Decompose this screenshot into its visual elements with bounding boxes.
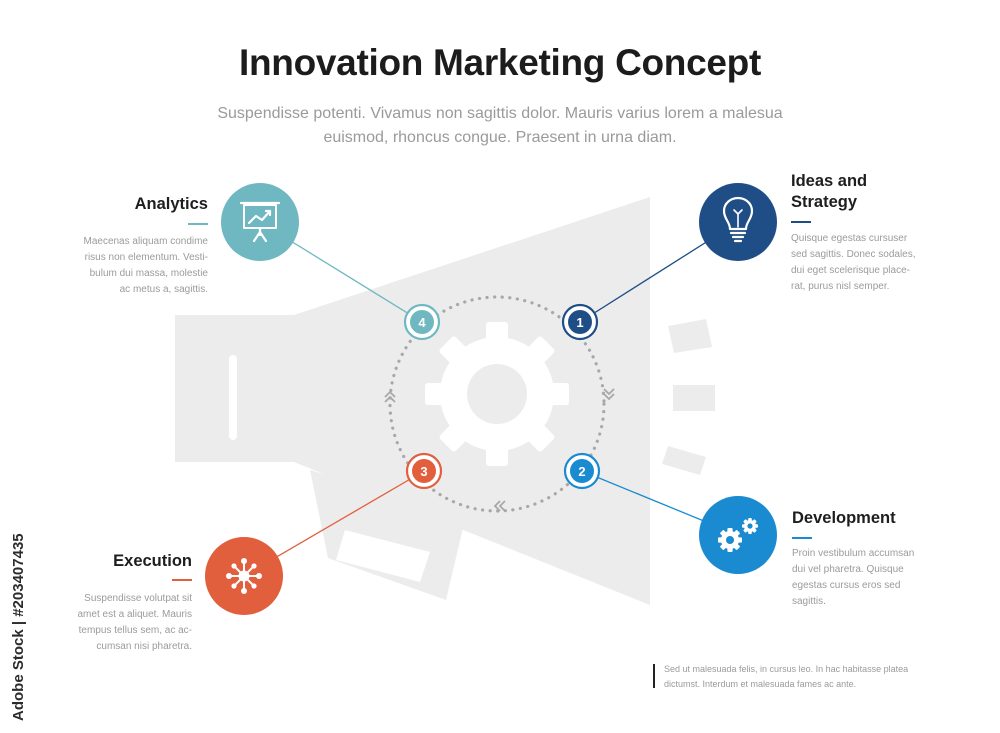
analytics-block: Analytics Maecenas aliquam condime risus… [40,194,208,298]
footnote-bar [653,664,655,688]
step-node-2: 2 [563,452,601,490]
description-line: tempus tellus sem, ac ac- [78,625,192,636]
page-title: Innovation Marketing Concept [239,42,761,83]
presentation-chart-icon [239,201,281,243]
execution-accent-bar [172,579,192,581]
step-node-1: 1 [561,303,599,341]
chevron-down-icon [603,388,615,401]
execution-circle [205,537,283,615]
chevron-left-icon [493,500,506,512]
description-line: dui vel pharetra. Quisque [792,564,904,575]
step-node-4: 4 [403,303,441,341]
description-line: sagittis. [792,596,826,607]
analytics-accent-bar [188,223,208,225]
description-line: sed sagittis. Donec sodales, [791,249,916,260]
step-number: 1 [576,315,583,330]
ideas-accent-bar [791,221,811,223]
footnote-line: dictumst. Interdum et malesuada fames ac… [664,679,857,689]
description-line: egestas cursus eros sed [792,580,901,591]
heading-line: Ideas and [791,172,868,190]
development-heading: Development [792,509,896,527]
footnote: Sed ut malesuada felis, in cursus leo. I… [664,662,954,692]
gears-icon [718,518,758,552]
development-description: Proin vestibulum accumsan dui vel pharet… [792,546,972,610]
analytics-heading: Analytics [134,195,208,213]
ideas-description: Quisque egestas cursuser sed sagittis. D… [791,231,971,295]
cycle-ring [388,295,606,513]
description-line: Maecenas aliquam condime [83,236,208,247]
step-number: 3 [420,464,427,479]
description-line: amet est a aliquet. Mauris [77,609,193,620]
page-subtitle: Suspendisse potenti. Vivamus non sagitti… [190,102,810,150]
description-line: rat, purus nisl semper. [791,281,890,292]
development-accent-bar [792,537,812,539]
development-circle [699,496,777,574]
center-gear-icon [425,322,569,466]
description-line: Proin vestibulum accumsan [792,548,915,559]
analytics-description: Maecenas aliquam condime risus non eleme… [40,234,208,298]
lightbulb-icon [722,196,754,243]
network-hub-icon [226,558,262,594]
development-block: Development Proin vestibulum accumsan du… [792,508,972,610]
execution-description: Suspendisse volutpat sit amet est a aliq… [30,591,193,655]
stock-watermark: Adobe Stock | #203407435 [6,496,32,721]
execution-heading: Execution [113,552,192,570]
watermark-text: Adobe Stock | #203407435 [10,533,27,721]
description-line: dui eget scelerisque place- [791,265,910,276]
heading-line: Strategy [791,193,858,211]
chevron-up-icon [384,390,396,403]
ideas-block: Ideas and Strategy Quisque egestas cursu… [791,171,971,295]
footnote-line: Sed ut malesuada felis, in cursus leo. I… [664,664,909,674]
description-line: bulum dui massa, molestie [89,268,208,279]
megaphone-icon [175,197,715,605]
description-line: Quisque egestas cursuser [791,233,908,244]
execution-block: Execution Suspendisse volutpat sit amet … [30,551,192,655]
ideas-heading: Ideas and Strategy [791,171,971,213]
step-number: 4 [418,315,426,330]
ideas-circle [699,183,777,261]
step-node-3: 3 [405,452,443,490]
subtitle-line: euismod, rhoncus congue. Praesent in urn… [323,129,677,146]
analytics-circle [221,183,299,261]
description-line: risus non elementum. Vesti- [84,252,208,263]
description-line: ac metus a, sagittis. [119,284,208,295]
subtitle-line: Suspendisse potenti. Vivamus non sagitti… [217,105,783,122]
description-line: cumsan nisi pharetra. [96,641,192,652]
step-number: 2 [578,464,585,479]
description-line: Suspendisse volutpat sit [84,593,192,604]
